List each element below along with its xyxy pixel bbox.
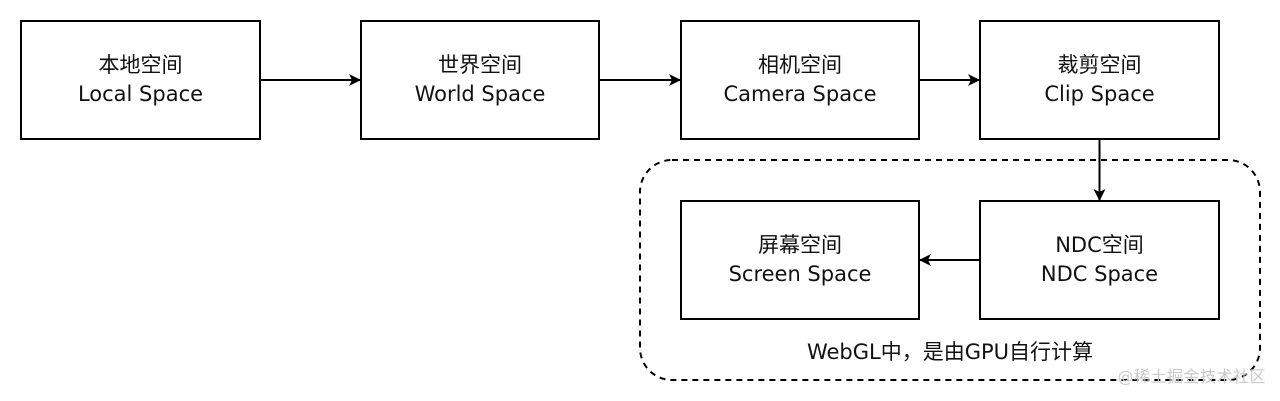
node-screen-space-zh-label: 屏幕空间 <box>758 233 842 257</box>
node-local-space-en-label: Local Space <box>77 82 204 106</box>
node-camera-space-zh-label: 相机空间 <box>758 53 842 77</box>
gpu-group-boundary <box>639 159 1261 381</box>
node-screen-space: 屏幕空间 Screen Space <box>680 200 920 320</box>
node-camera-space: 相机空间 Camera Space <box>680 20 920 140</box>
node-ndc-space-en-label: NDC Space <box>1040 262 1159 286</box>
node-world-space-zh-label: 世界空间 <box>438 53 522 77</box>
node-camera-space-en-label: Camera Space <box>723 82 877 106</box>
edge-layer <box>261 74 1106 266</box>
node-local-space-zh-label: 本地空间 <box>98 53 183 77</box>
node-clip-space-en-label: Clip Space <box>1044 82 1155 106</box>
watermark: @稀土掘金技术社区 <box>1117 367 1266 386</box>
node-screen-space-en-label: Screen Space <box>728 262 872 286</box>
node-world-space: 世界空间 World Space <box>360 20 600 140</box>
gpu-group-label: WebGL中，是由GPU自行计算 <box>806 340 1094 364</box>
node-clip-space-zh-label: 裁剪空间 <box>1057 53 1142 77</box>
node-ndc-space-zh-label: NDC空间 <box>1055 233 1144 257</box>
node-world-space-en-label: World Space <box>414 82 546 106</box>
node-ndc-space: NDC空间 NDC Space <box>979 200 1220 320</box>
node-clip-space: 裁剪空间 Clip Space <box>979 20 1220 140</box>
node-local-space: 本地空间 Local Space <box>20 20 261 140</box>
